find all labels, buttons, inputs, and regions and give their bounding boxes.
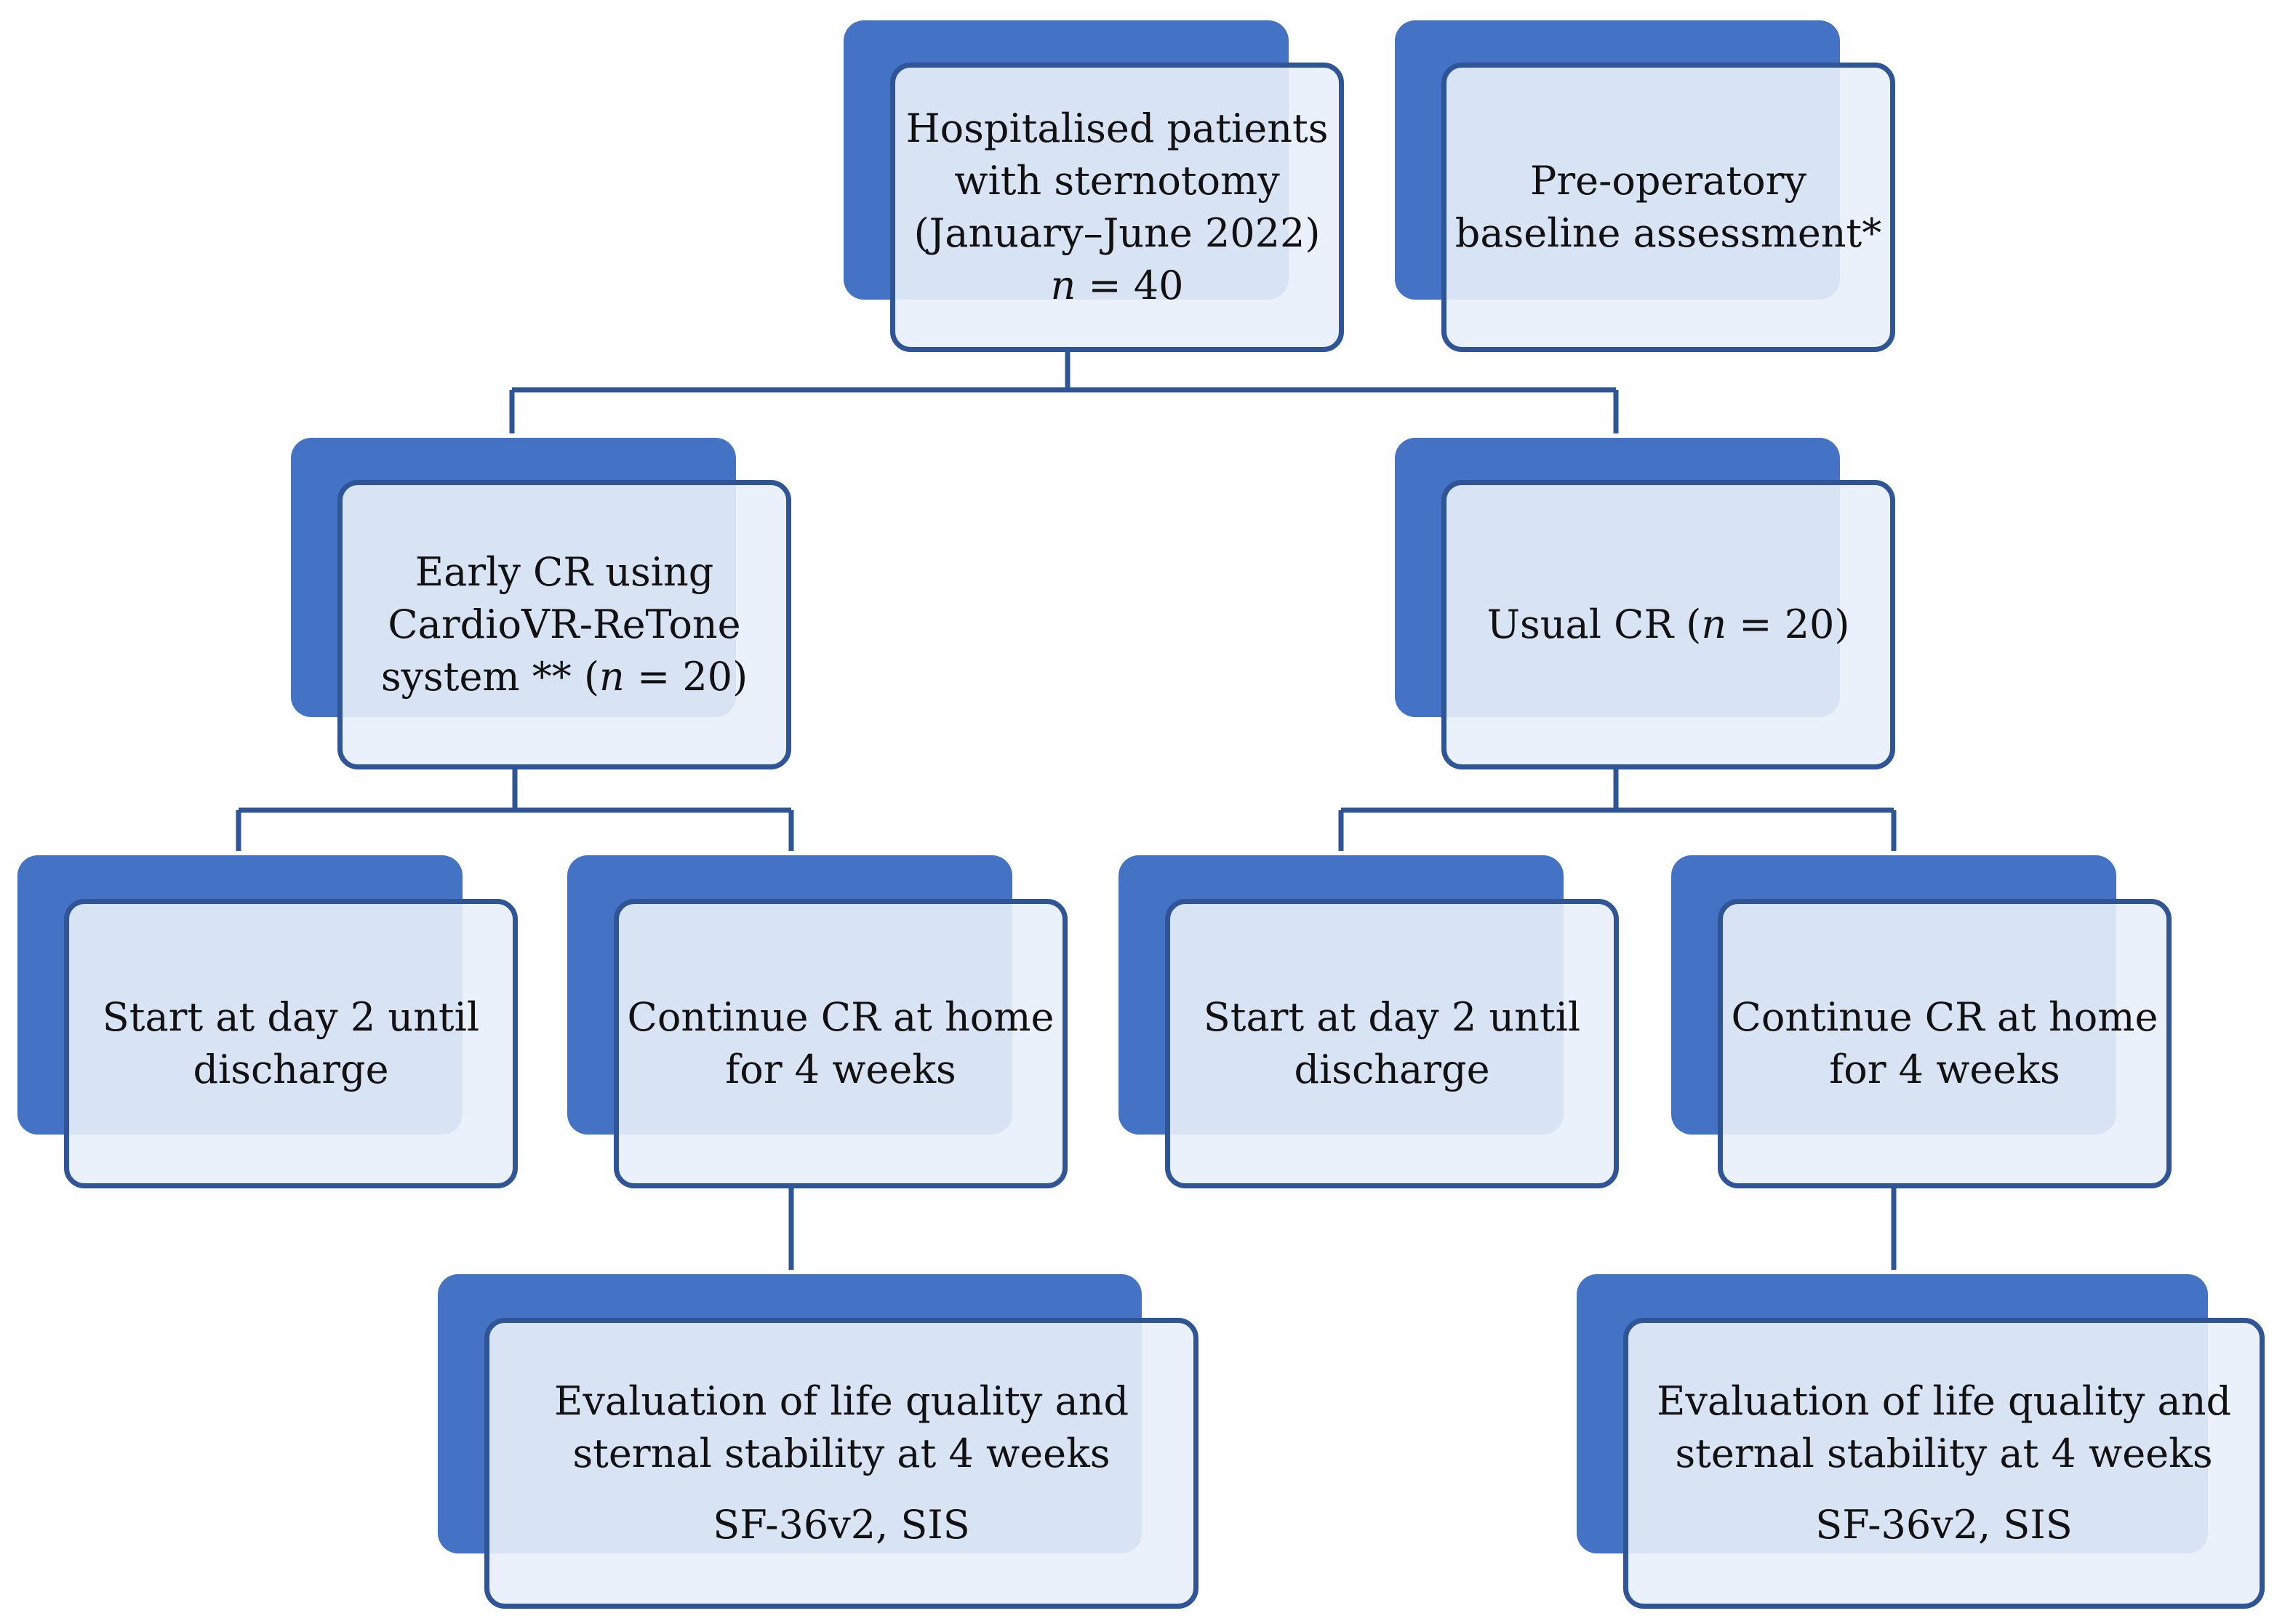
connector-root-to-groups xyxy=(509,352,1619,433)
connector-early-to-steps xyxy=(236,769,794,851)
n-value: = 20) xyxy=(624,654,748,700)
n-symbol: n xyxy=(1050,263,1076,308)
measures-label: SF-36v2, SIS xyxy=(1815,1502,2073,1548)
node-evaluation-right: Evaluation of life quality and sternal s… xyxy=(1577,1274,2265,1609)
node-text-line: CardioVR-ReTone xyxy=(388,601,741,647)
sample-size: n = 40 xyxy=(1050,260,1183,312)
node-text-line: Evaluation of life quality and xyxy=(553,1378,1129,1424)
node-text-line: system ** ( xyxy=(380,654,600,700)
node-box: Evaluation of life quality and sternal s… xyxy=(1623,1318,2265,1609)
node-text-line: Start at day 2 until xyxy=(1203,994,1581,1040)
sample-size: Usual CR (n = 20) xyxy=(1487,599,1850,651)
node-text-line: discharge xyxy=(1294,1047,1490,1092)
node-text-line: Hospitalised patients xyxy=(905,105,1329,151)
node-text-line: Evaluation of life quality and xyxy=(1656,1378,2232,1424)
node-text-line: for 4 weeks xyxy=(1829,1047,2060,1092)
node-box: Hospitalised patients with sternotomy (J… xyxy=(890,63,1344,352)
n-symbol: n xyxy=(599,654,625,700)
node-baseline-assessment: Pre-operatory baseline assessment* xyxy=(1395,20,1895,352)
node-text-line: Continue CR at home xyxy=(1731,994,2158,1040)
node-box: Start at day 2 until discharge xyxy=(64,899,518,1188)
node-text-line: sternal stability at 4 weeks xyxy=(572,1431,1111,1476)
node-box: Usual CR (n = 20) xyxy=(1441,480,1895,769)
measures-label: SF-36v2, SIS xyxy=(713,1502,970,1548)
node-text-line: Early CR using xyxy=(415,549,714,595)
node-text-line: Start at day 2 until xyxy=(102,994,480,1040)
sample-size: system ** (n = 20) xyxy=(381,651,748,703)
node-text-line: discharge xyxy=(193,1047,389,1092)
connector-usual-to-steps xyxy=(1338,769,1897,851)
node-box: Continue CR at home for 4 weeks xyxy=(1718,899,2172,1188)
node-text-line: Continue CR at home xyxy=(627,994,1055,1040)
node-text-line: with sternotomy xyxy=(954,158,1280,204)
node-text-line: sternal stability at 4 weeks xyxy=(1675,1431,2213,1476)
node-box: Start at day 2 until discharge xyxy=(1165,899,1619,1188)
node-text-line: (January–June 2022) xyxy=(913,210,1321,256)
node-text-line: Pre-operatory xyxy=(1530,158,1806,204)
node-start-right: Start at day 2 until discharge xyxy=(1119,855,1619,1188)
node-box: Early CR using CardioVR-ReTone system **… xyxy=(337,480,791,769)
node-continue-left: Continue CR at home for 4 weeks xyxy=(567,855,1068,1188)
node-text-line: for 4 weeks xyxy=(725,1047,956,1092)
node-text-line: baseline assessment* xyxy=(1454,210,1882,256)
node-continue-right: Continue CR at home for 4 weeks xyxy=(1671,855,2172,1188)
node-usual-cr: Usual CR (n = 20) xyxy=(1395,438,1895,769)
node-start-left: Start at day 2 until discharge xyxy=(17,855,518,1188)
node-evaluation-left: Evaluation of life quality and sternal s… xyxy=(438,1274,1198,1609)
node-early-cr: Early CR using CardioVR-ReTone system **… xyxy=(291,438,791,769)
node-box: Pre-operatory baseline assessment* xyxy=(1441,63,1895,352)
node-box: Continue CR at home for 4 weeks xyxy=(614,899,1068,1188)
node-hospitalised-patients: Hospitalised patients with sternotomy (J… xyxy=(844,20,1344,352)
n-value: = 20) xyxy=(1726,601,1850,647)
node-text-line: Usual CR ( xyxy=(1486,601,1702,647)
node-box: Evaluation of life quality and sternal s… xyxy=(484,1318,1198,1609)
n-value: = 40 xyxy=(1076,263,1184,308)
n-symbol: n xyxy=(1701,601,1727,647)
